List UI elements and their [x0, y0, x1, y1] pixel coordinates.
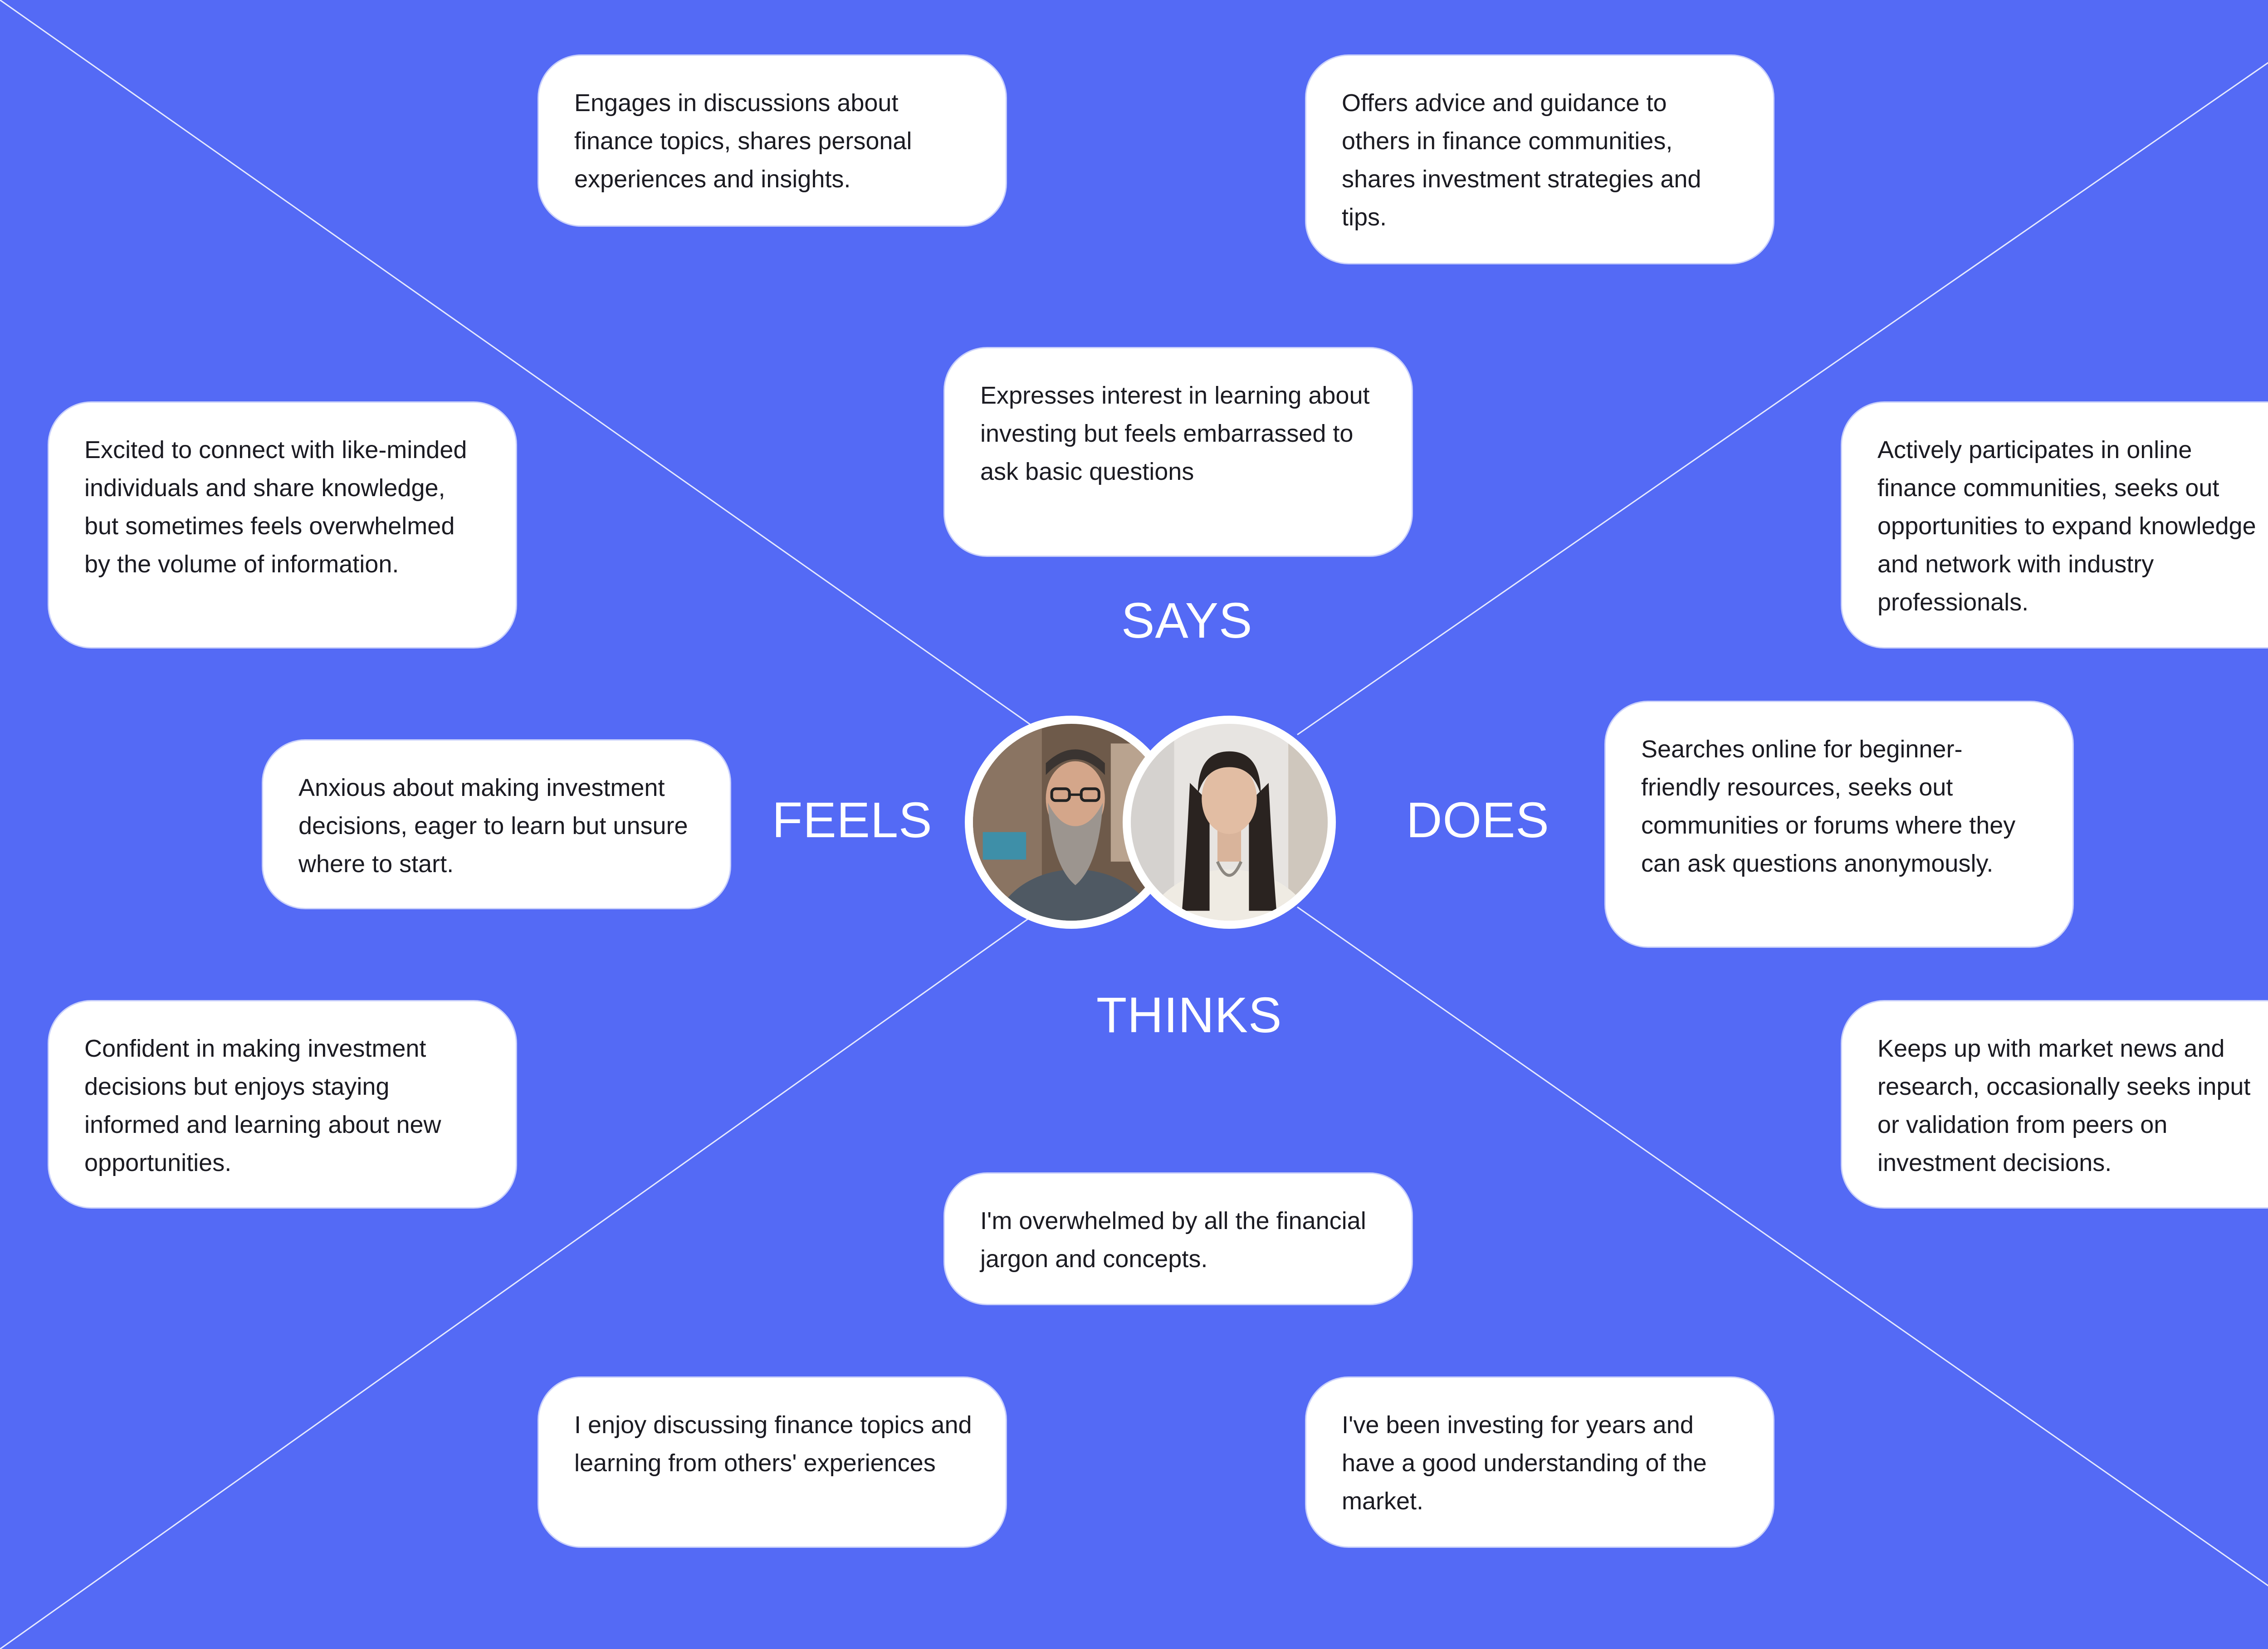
divider-bottom-right — [1297, 906, 2268, 1587]
thinks-card-2: I enjoy discussing finance topics and le… — [538, 1376, 1007, 1548]
feels-card-3: Confident in making investment decisions… — [48, 1000, 517, 1209]
thinks-card-2-text: I enjoy discussing finance topics and le… — [574, 1411, 972, 1477]
says-card-3: Expresses interest in learning about inv… — [943, 347, 1413, 557]
says-card-3-text: Expresses interest in learning about inv… — [980, 382, 1370, 485]
quadrant-label-feels: FEELS — [772, 792, 933, 848]
feels-card-2-text: Anxious about making investment decision… — [298, 774, 688, 878]
does-card-2-text: Searches online for beginner-friendly re… — [1641, 736, 2016, 877]
quadrant-label-says: SAYS — [1121, 593, 1253, 649]
says-card-1: Engages in discussions about finance top… — [538, 54, 1007, 227]
divider-top-right — [1297, 62, 2268, 736]
says-card-2: Offers advice and guidance to others in … — [1305, 54, 1774, 264]
does-card-1: Actively participates in online finance … — [1841, 401, 2268, 649]
does-card-3-text: Keeps up with market news and research, … — [1877, 1035, 2251, 1176]
divider-top-left — [0, 0, 1032, 727]
feels-card-1-text: Excited to connect with like-minded indi… — [84, 436, 467, 578]
says-card-1-text: Engages in discussions about finance top… — [574, 89, 912, 193]
divider-bottom-left — [0, 915, 1032, 1649]
feels-card-3-text: Confident in making investment decisions… — [84, 1035, 441, 1176]
quadrant-label-does: DOES — [1406, 792, 1549, 848]
does-card-3: Keeps up with market news and research, … — [1841, 1000, 2268, 1209]
says-card-2-text: Offers advice and guidance to others in … — [1342, 89, 1701, 231]
feels-card-2: Anxious about making investment decision… — [262, 739, 731, 909]
persona-avatar-2 — [1123, 716, 1336, 929]
does-card-1-text: Actively participates in online finance … — [1877, 436, 2256, 616]
quadrant-label-thinks: THINKS — [1096, 987, 1282, 1043]
thinks-card-1: I'm overwhelmed by all the financial jar… — [943, 1172, 1413, 1305]
does-card-2: Searches online for beginner-friendly re… — [1604, 701, 2074, 948]
thinks-card-3-text: I've been investing for years and have a… — [1342, 1411, 1707, 1515]
woman-avatar-icon — [1131, 724, 1328, 921]
thinks-card-1-text: I'm overwhelmed by all the financial jar… — [980, 1207, 1366, 1273]
thinks-card-3: I've been investing for years and have a… — [1305, 1376, 1774, 1548]
feels-card-1: Excited to connect with like-minded indi… — [48, 401, 517, 649]
